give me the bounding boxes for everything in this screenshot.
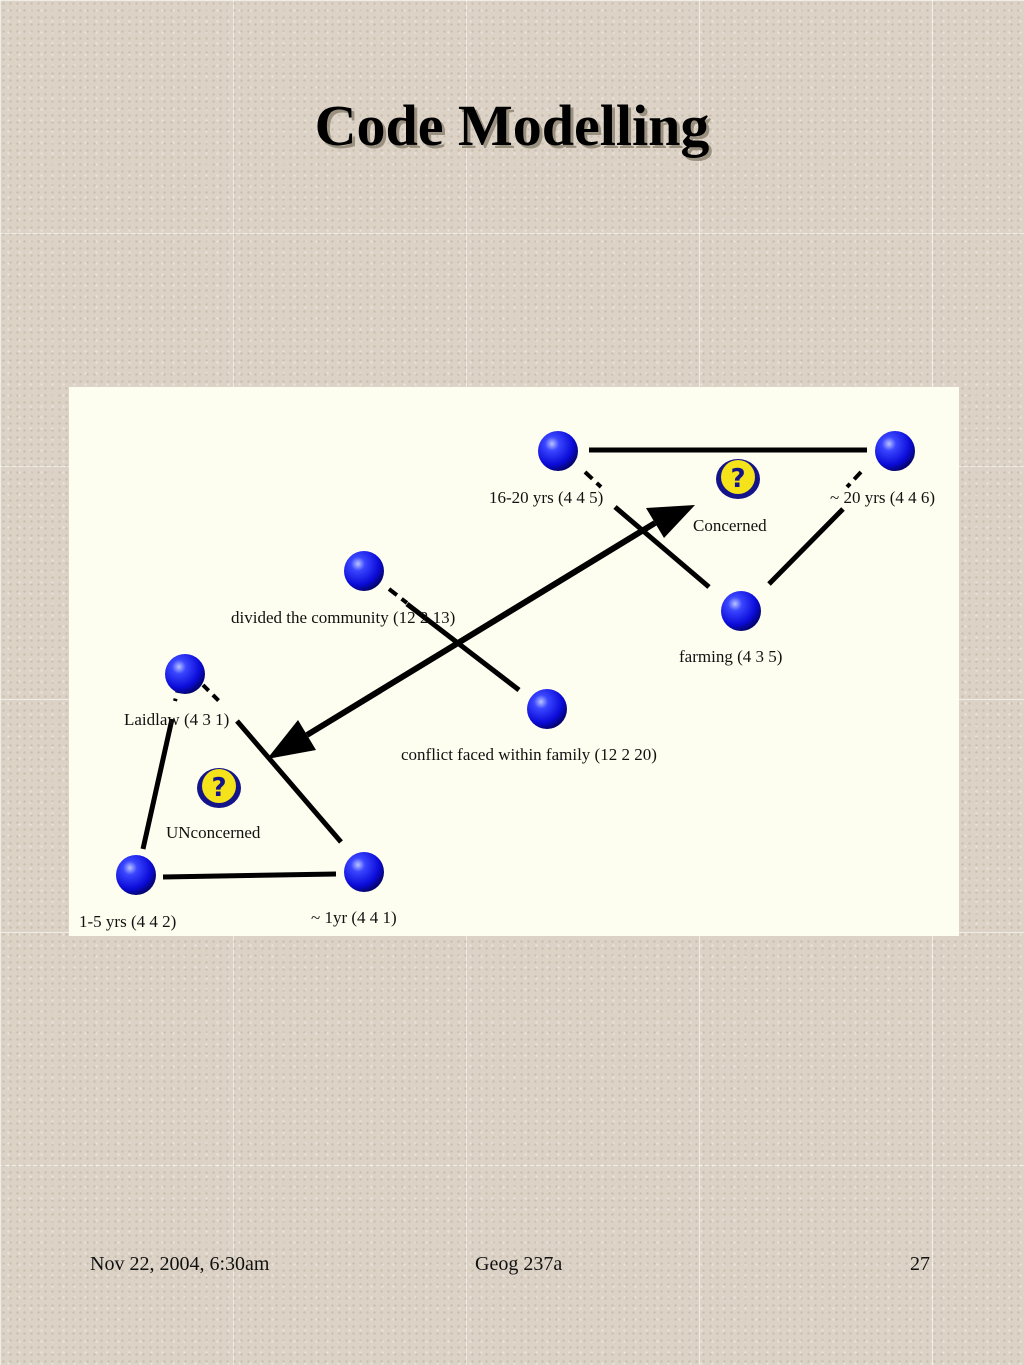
node-16-20-yrs[interactable] <box>538 431 578 471</box>
edge-laidlaw-to-1yr <box>235 719 343 844</box>
edge-stub-16-20 <box>583 470 603 489</box>
edge-20-to-farming <box>767 507 845 586</box>
edge-16-20-to-farming <box>613 505 711 589</box>
group-label-concerned: Concerned <box>693 516 767 535</box>
question-icon[interactable]: ? <box>197 768 241 808</box>
node-conflict-faced-within-family[interactable] <box>527 689 567 729</box>
node-label-20-yrs: ~ 20 yrs (4 4 6) <box>830 488 936 507</box>
question-icon[interactable]: ? <box>716 459 760 499</box>
node-label-1yr: ~ 1yr (4 4 1) <box>311 908 397 927</box>
node-label-16-20-yrs: 16-20 yrs (4 4 5) <box>489 488 604 507</box>
footer-course: Geog 237a <box>475 1253 563 1275</box>
node-divided-the-community[interactable] <box>344 551 384 591</box>
edge-1-5-to-1yr <box>162 871 337 880</box>
node-label-laidlaw: Laidlaw (4 3 1) <box>124 710 230 729</box>
edge-stub-laidlaw-right <box>201 683 221 703</box>
slide-title: Code Modelling <box>314 93 710 158</box>
edge-stub-20 <box>845 470 863 489</box>
edge-laidlaw-to-1-5 <box>140 718 175 850</box>
edge-divided-to-conflict <box>405 602 521 692</box>
edge-stub-divided <box>387 587 409 605</box>
node-label-1-5-yrs: 1-5 yrs (4 4 2) <box>79 912 177 931</box>
arrowhead-concerned <box>646 505 695 538</box>
group-label-unconcerned: UNconcerned <box>166 823 261 842</box>
footer-page-number: 27 <box>910 1253 930 1275</box>
node-label-divided-the-community: divided the community (12 2 13) <box>231 608 456 627</box>
diagram-panel: ? ? 16-20 yrs (4 4 5) ~ 20 yrs (4 4 6) C… <box>69 387 959 936</box>
node-label-farming: farming (4 3 5) <box>679 647 783 666</box>
node-1-5-yrs[interactable] <box>116 855 156 895</box>
code-network-diagram: ? ? <box>116 431 915 895</box>
svg-text:?: ? <box>211 773 226 803</box>
arrowhead-unconcerned <box>267 720 316 759</box>
node-1yr[interactable] <box>344 852 384 892</box>
arrow-concerned-unconcerned <box>305 520 657 738</box>
node-farming[interactable] <box>721 591 761 631</box>
node-label-conflict-faced-within-family: conflict faced within family (12 2 20) <box>401 745 657 764</box>
node-20-yrs[interactable] <box>875 431 915 471</box>
footer-date: Nov 22, 2004, 6:30am <box>90 1253 270 1275</box>
svg-text:?: ? <box>730 464 745 494</box>
node-laidlaw[interactable] <box>165 654 205 694</box>
